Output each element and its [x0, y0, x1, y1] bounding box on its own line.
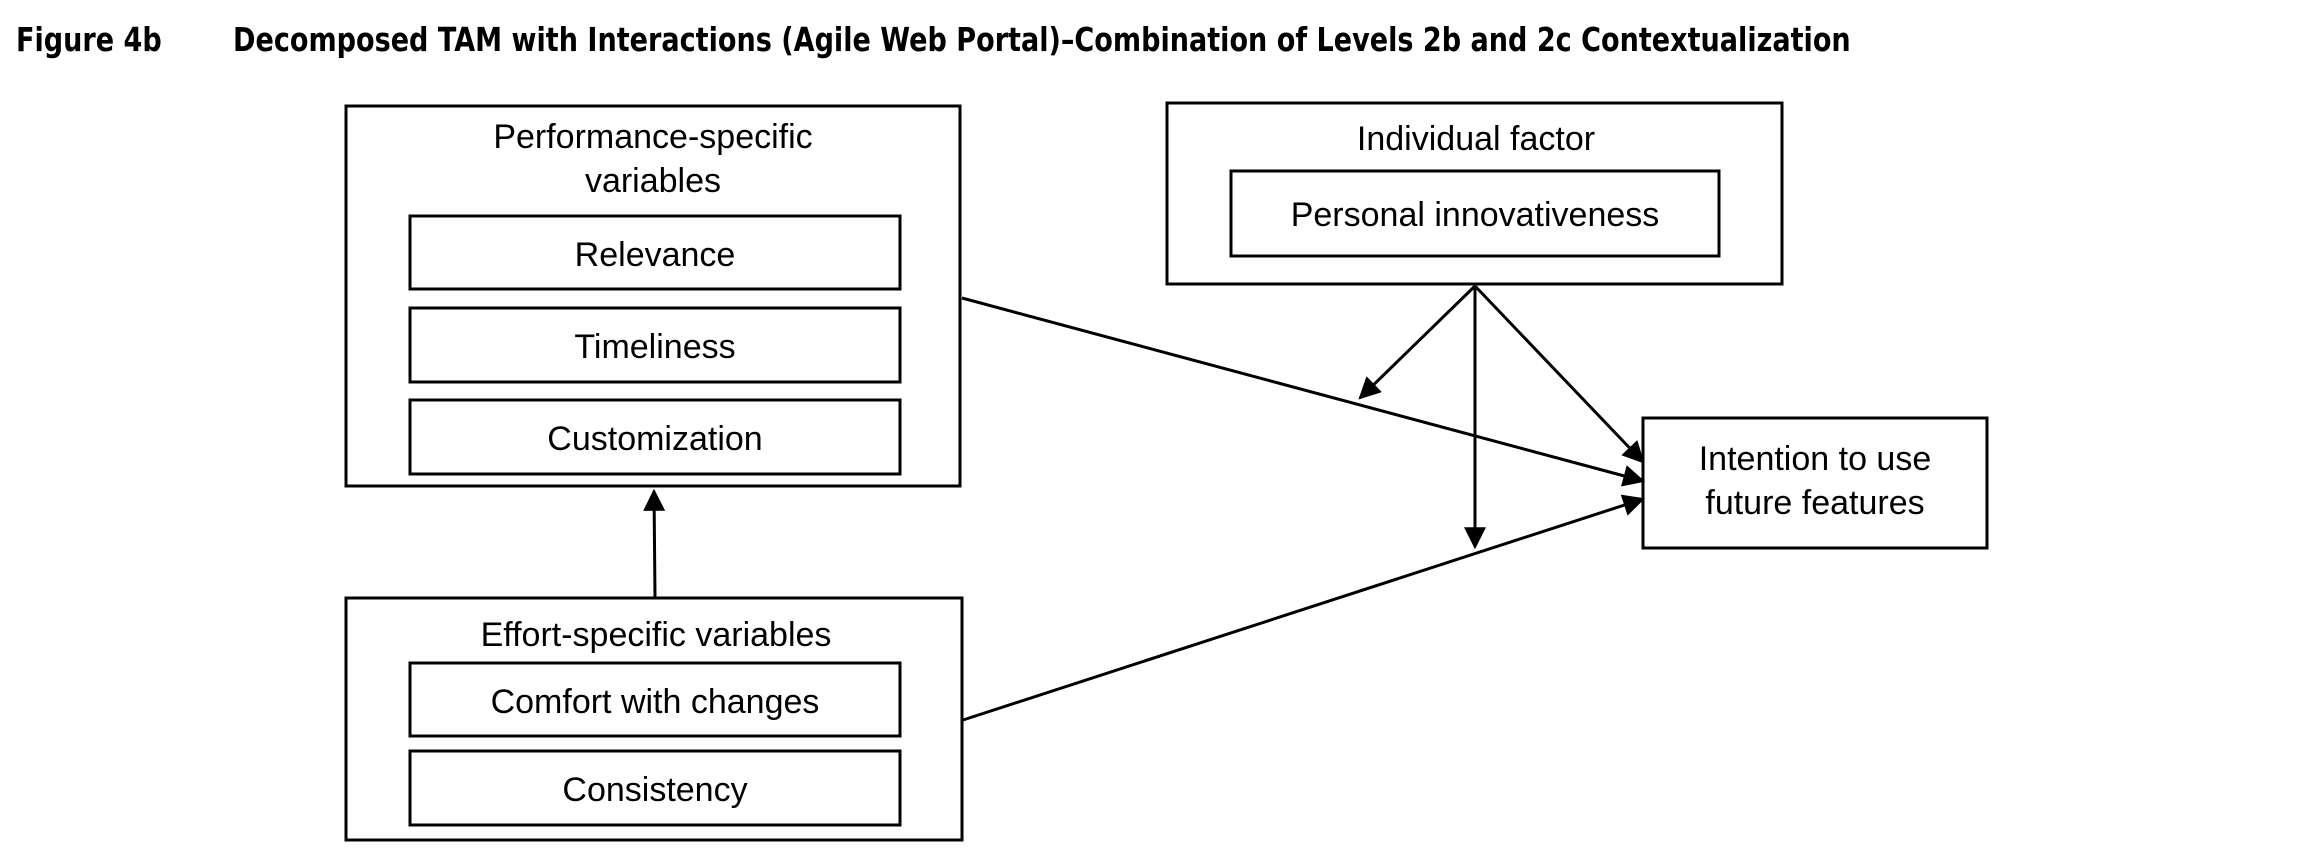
relevance-box — [408, 214, 902, 291]
arrow-performance-to-intention — [961, 296, 1646, 487]
consistency-label: Consistency — [562, 771, 747, 809]
personal-innovativeness-label: Personal innovativeness — [1291, 196, 1660, 234]
individual-factor-title: Individual factor — [1357, 120, 1595, 158]
individual-factor-group: Individual factor Personal innovativenes… — [1165, 101, 1784, 286]
timeliness-node: Timeliness — [408, 306, 902, 384]
figure-label: Figure 4b — [16, 20, 162, 59]
relevance-node: Relevance — [408, 214, 902, 291]
individual-factor-box — [1165, 101, 1784, 286]
customization-node: Customization — [408, 398, 902, 476]
arrow-individual-to-intention — [1473, 284, 1645, 464]
intention-label-line2: future features — [1705, 484, 1924, 522]
arrow-individual-moderates-performance-path — [1358, 284, 1477, 400]
comfort-with-changes-node: Comfort with changes — [408, 661, 902, 738]
effort-variables-box — [344, 596, 964, 842]
performance-title-line1: Performance-specific — [493, 118, 812, 156]
timeliness-label: Timeliness — [574, 328, 735, 366]
consistency-node: Consistency — [408, 749, 902, 827]
customization-label: Customization — [547, 420, 762, 458]
performance-title-line2: variables — [585, 162, 721, 200]
personal-innovativeness-box — [1229, 169, 1721, 258]
consistency-box — [408, 749, 902, 827]
effort-variables-group: Effort-specific variables Comfort with c… — [344, 596, 964, 842]
figure-title: Decomposed TAM with Interactions (Agile … — [233, 20, 1851, 59]
timeliness-box — [408, 306, 902, 384]
performance-variables-group: Performance-specific variables Relevance… — [344, 104, 962, 488]
intention-node: Intention to use future features — [1641, 416, 1989, 550]
comfort-with-changes-box — [408, 661, 902, 738]
relevance-label: Relevance — [575, 236, 736, 274]
comfort-with-changes-label: Comfort with changes — [491, 683, 820, 721]
effort-title: Effort-specific variables — [481, 616, 832, 654]
arrow-effort-to-performance — [643, 488, 666, 598]
personal-innovativeness-node: Personal innovativeness — [1229, 169, 1721, 258]
performance-variables-box — [344, 104, 962, 488]
intention-box — [1641, 416, 1989, 550]
arrow-effort-to-intention — [962, 494, 1646, 722]
intention-label-line1: Intention to use — [1699, 440, 1932, 478]
customization-box — [408, 398, 902, 476]
